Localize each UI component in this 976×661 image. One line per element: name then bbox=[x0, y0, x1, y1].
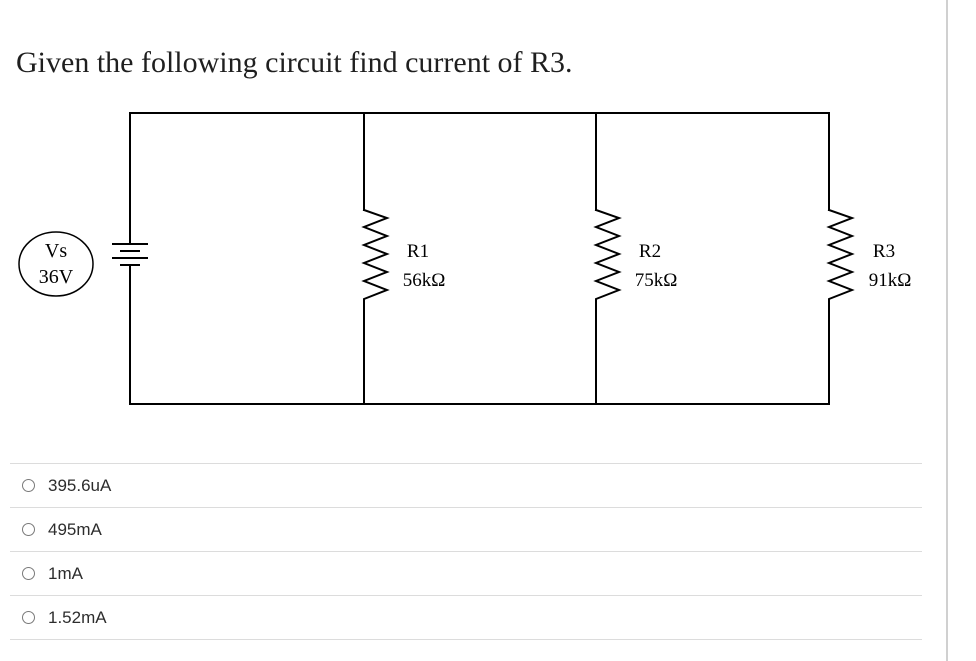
radio-button[interactable] bbox=[22, 611, 35, 624]
question-text: Given the following circuit find current… bbox=[16, 46, 573, 79]
r2-value: 75kΩ bbox=[635, 270, 678, 291]
r1-zigzag bbox=[361, 208, 390, 405]
choice-label: 1mA bbox=[48, 563, 83, 583]
answer-choices: 395.6uA 495mA 1mA 1.52mA bbox=[10, 463, 922, 640]
radio-button[interactable] bbox=[22, 479, 35, 492]
choice-label: 1.52mA bbox=[48, 607, 107, 627]
r1-value: 56kΩ bbox=[403, 270, 446, 291]
choice-option[interactable]: 495mA bbox=[10, 507, 922, 551]
r3-zigzag bbox=[826, 208, 855, 405]
choice-option[interactable]: 395.6uA bbox=[10, 463, 922, 507]
choice-label: 495mA bbox=[48, 519, 102, 539]
source-value: 36V bbox=[39, 266, 74, 288]
choice-option[interactable]: 1mA bbox=[10, 551, 922, 595]
r2-zigzag bbox=[593, 208, 622, 405]
source-label-oval bbox=[18, 231, 94, 297]
r3-name: R3 bbox=[873, 241, 895, 262]
r1-name: R1 bbox=[407, 241, 429, 262]
r2-name: R2 bbox=[639, 241, 661, 262]
choice-option[interactable]: 1.52mA bbox=[10, 595, 922, 640]
r3-value: 91kΩ bbox=[869, 270, 912, 291]
page-right-border bbox=[946, 0, 948, 661]
radio-button[interactable] bbox=[22, 567, 35, 580]
radio-button[interactable] bbox=[22, 523, 35, 536]
source-name: Vs bbox=[45, 240, 67, 262]
choice-label: 395.6uA bbox=[48, 475, 112, 495]
